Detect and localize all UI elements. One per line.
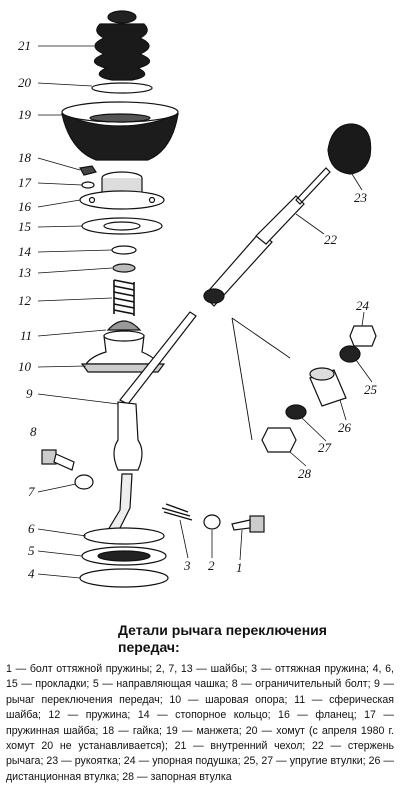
label-16: 16 <box>18 199 32 214</box>
part-25-elastic-bushing <box>339 345 361 363</box>
label-6: 6 <box>28 521 35 536</box>
part-12-spring <box>113 279 135 316</box>
caption-body: 1 — болт оттяжной пружины; 2, 7, 13 — ша… <box>6 663 394 783</box>
label-10: 10 <box>18 359 32 374</box>
part-13-washer <box>112 263 136 273</box>
part-22-lever-rod <box>203 167 331 307</box>
part-15-gasket <box>81 217 163 235</box>
part-16-flange <box>79 171 165 210</box>
part-3-spring <box>161 503 193 521</box>
label-20: 20 <box>18 75 32 90</box>
bracket-lines <box>231 317 291 441</box>
part-28-lock-bushing <box>261 427 297 453</box>
part-27-elastic-bushing <box>285 404 307 420</box>
label-12: 12 <box>18 293 32 308</box>
part-19-cuff <box>61 101 179 161</box>
leader-lines <box>37 45 373 579</box>
label-23: 23 <box>354 190 368 205</box>
part-8-limit-bolt <box>41 449 75 471</box>
part-24-thrust-pad <box>349 325 377 347</box>
label-4: 4 <box>28 566 35 581</box>
label-22: 22 <box>324 232 338 247</box>
part-17-spring-washer <box>81 181 95 189</box>
label-17: 17 <box>18 175 32 190</box>
label-26: 26 <box>338 420 352 435</box>
part-26-spacer <box>309 367 347 407</box>
label-21: 21 <box>18 38 31 53</box>
part-21-inner-boot <box>93 10 151 81</box>
figure-caption: Детали рычага переключения передач: 1 — … <box>0 612 400 806</box>
part-9-gear-lever <box>107 311 197 533</box>
part-5-guide-cup <box>81 546 167 566</box>
label-27: 27 <box>318 440 332 455</box>
part-18-nut <box>79 165 97 176</box>
label-11: 11 <box>20 328 32 343</box>
label-5: 5 <box>28 543 35 558</box>
part-1-bolt <box>231 515 265 533</box>
part-14-retaining-ring <box>111 245 137 255</box>
caption-title: Детали рычага переключения передач: <box>118 622 327 655</box>
part-labels: 21 20 19 18 17 16 15 14 13 12 11 10 9 8 … <box>18 38 378 581</box>
part-10-ball-support <box>80 330 166 373</box>
label-28: 28 <box>298 466 312 481</box>
exploded-parts-diagram: 21 20 19 18 17 16 15 14 13 12 11 10 9 8 … <box>18 10 378 588</box>
label-19: 19 <box>18 107 32 122</box>
label-18: 18 <box>18 150 32 165</box>
part-23-knob <box>327 123 372 175</box>
part-2-washer <box>203 514 221 530</box>
label-3: 3 <box>183 558 191 573</box>
part-6-gasket <box>83 527 165 545</box>
label-25: 25 <box>364 382 378 397</box>
label-1: 1 <box>236 560 243 575</box>
label-8: 8 <box>30 424 37 439</box>
label-7: 7 <box>28 484 35 499</box>
label-14: 14 <box>18 244 32 259</box>
label-24: 24 <box>356 298 370 313</box>
part-4-gasket <box>79 568 169 588</box>
label-2: 2 <box>208 558 215 573</box>
part-20-clamp <box>91 82 153 94</box>
label-9: 9 <box>26 386 33 401</box>
label-15: 15 <box>18 219 32 234</box>
part-11-spherical-washer <box>106 320 142 331</box>
label-13: 13 <box>18 265 32 280</box>
part-7-washer <box>74 474 94 490</box>
